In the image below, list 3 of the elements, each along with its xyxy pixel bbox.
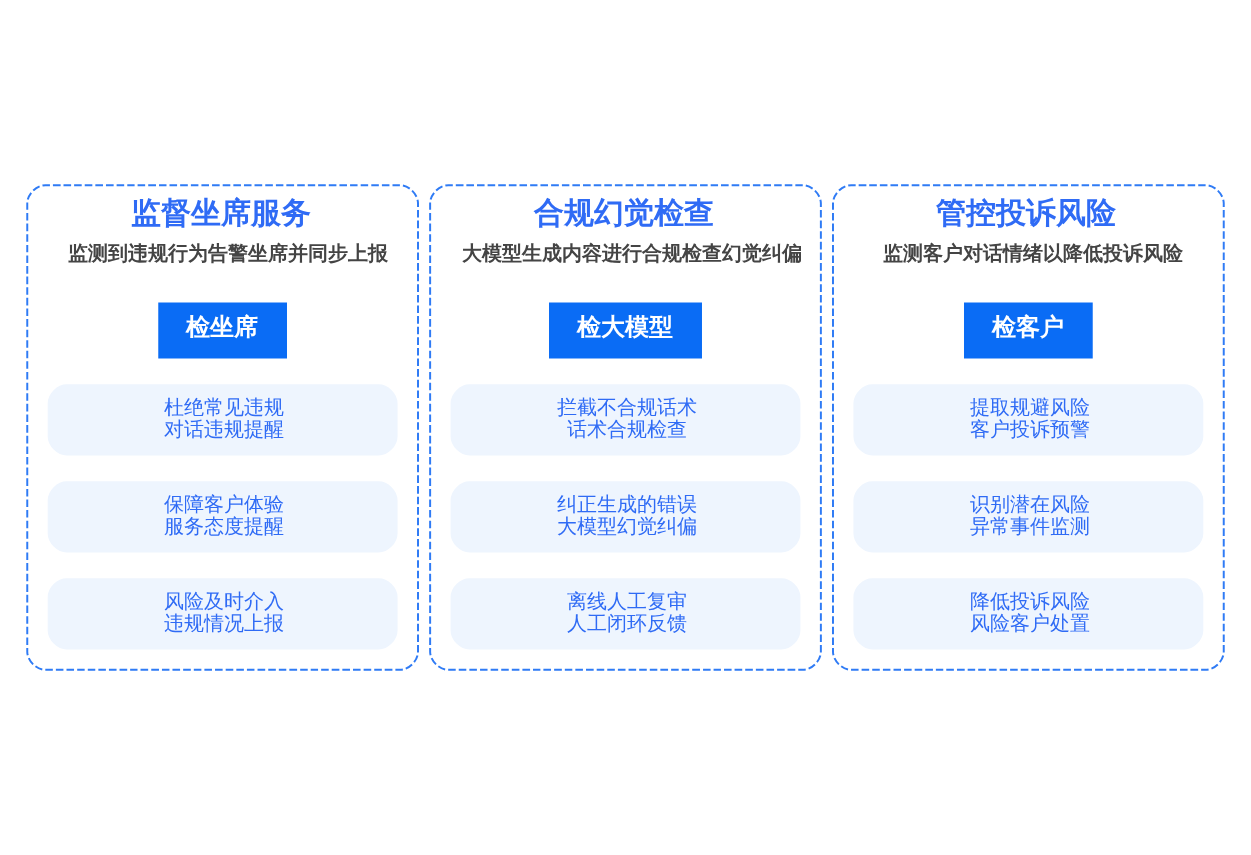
node-box: 检客户	[964, 302, 1093, 359]
node-box: 检坐席	[158, 302, 287, 359]
node-box: 检大模型	[549, 302, 702, 359]
